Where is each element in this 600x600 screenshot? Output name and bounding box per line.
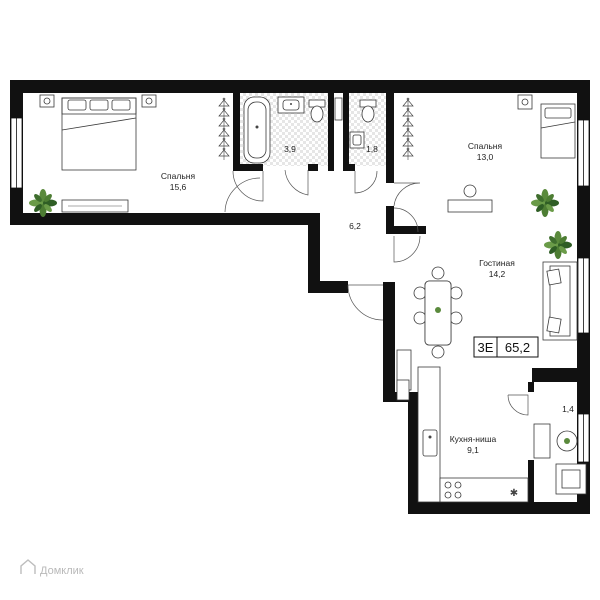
stove-icon	[444, 481, 462, 499]
wardrobe	[218, 97, 230, 160]
sink-icon	[277, 96, 305, 114]
total-area: 65,2	[505, 340, 530, 355]
dining-table-icon	[413, 266, 463, 359]
room-area-balcony: 1,4	[562, 404, 574, 414]
kitchen-counter	[417, 366, 529, 503]
room-area-bedroom2: 13,0	[477, 152, 494, 162]
windows	[10, 117, 590, 463]
watermark-text: Домклик	[40, 565, 84, 577]
nightstand	[39, 94, 157, 108]
fan-icon: ✱	[510, 488, 518, 499]
watermark-logo-icon	[20, 559, 36, 574]
boiler	[334, 97, 343, 121]
apartment-badge: 3Е 65,2	[473, 336, 539, 358]
bathtub-icon	[243, 96, 271, 164]
sink-icon	[349, 131, 365, 149]
plant-icon	[544, 231, 572, 259]
toilet-icon	[308, 99, 326, 123]
balcony-table	[533, 423, 587, 495]
bed-icon	[61, 97, 137, 171]
bed-icon	[540, 103, 576, 159]
apartment-type: 3Е	[478, 340, 494, 355]
room-name-bedroom1: Спальня	[161, 171, 196, 181]
room-name-living: Гостиная	[479, 258, 515, 268]
room-area-living: 14,2	[489, 269, 506, 279]
room-name-kitchen: Кухня-ниша	[450, 434, 497, 444]
room-area-kitchen: 9,1	[467, 445, 479, 455]
wardrobe	[402, 97, 414, 160]
doors	[224, 169, 529, 416]
room-area-hall: 6,2	[349, 221, 361, 231]
fridge	[396, 379, 410, 401]
nightstand	[517, 94, 533, 110]
plant-icon	[531, 189, 559, 217]
toilet-icon	[359, 99, 377, 123]
desk	[447, 184, 493, 213]
sofa-icon	[542, 261, 578, 341]
plant-icon	[29, 189, 57, 217]
room-name-bedroom2: Спальня	[468, 141, 503, 151]
room-area-bath: 3,9	[284, 144, 296, 154]
room-area-bedroom1: 15,6	[170, 182, 187, 192]
room-area-wc: 1,8	[366, 144, 378, 154]
walls	[10, 80, 590, 514]
watermark: Домклик	[20, 559, 84, 577]
